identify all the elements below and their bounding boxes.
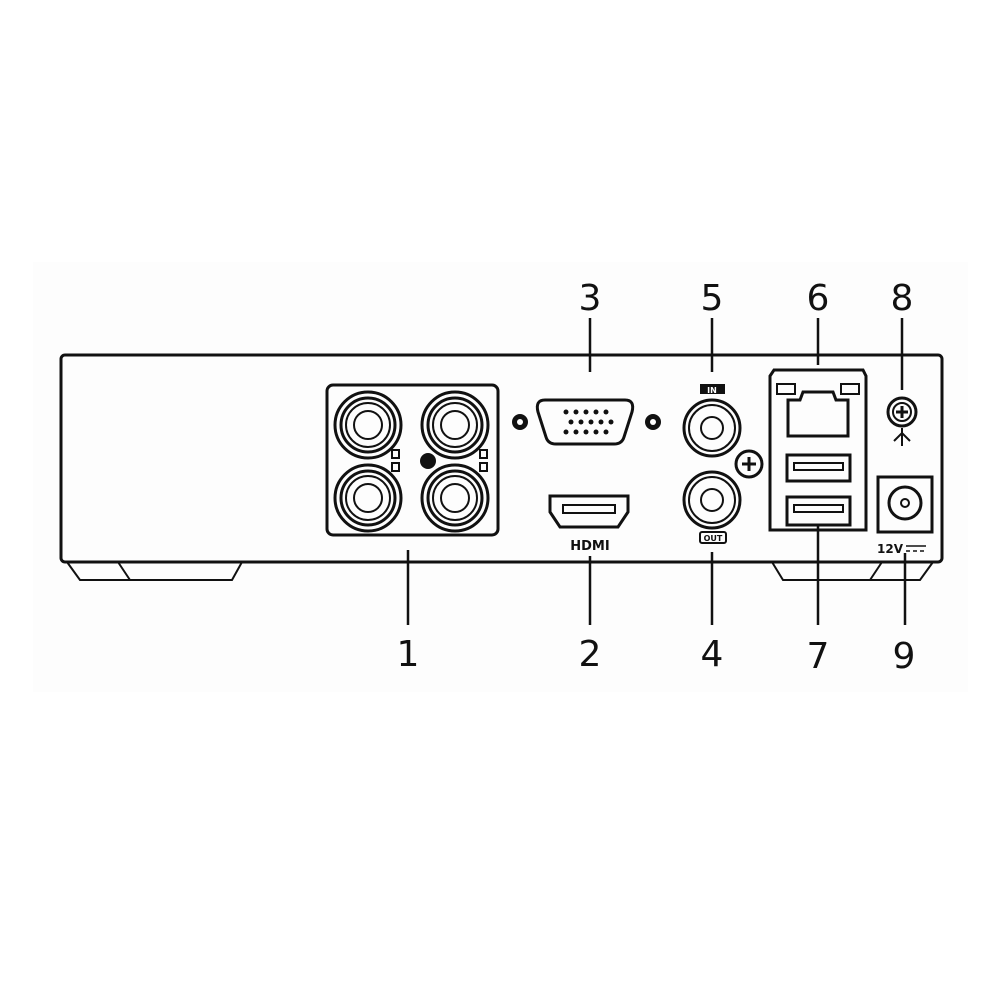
audio-out-port (682, 470, 742, 544)
chassis (59, 353, 944, 581)
callout-6: 6 (807, 278, 830, 319)
hdmi-label: HDMI (570, 539, 609, 554)
ground-screw-icon (420, 453, 436, 469)
callout-2: 2 (579, 634, 602, 675)
rj45-lan-port (776, 383, 860, 438)
hdmi-port (548, 494, 630, 529)
power-jack (876, 475, 934, 534)
bnc-connector (420, 463, 490, 533)
callout-lines (406, 318, 907, 625)
audio-in-port (682, 384, 742, 458)
callout-7: 7 (807, 636, 830, 677)
audio-out-label: OUT (704, 534, 723, 543)
callout-5: 5 (701, 278, 724, 319)
vga-port (512, 398, 661, 446)
ground-terminal (886, 396, 918, 446)
callout-9: 9 (893, 636, 916, 677)
callout-3: 3 (579, 278, 602, 319)
bnc-video-inputs (325, 383, 500, 537)
callout-8: 8 (891, 278, 914, 319)
lan-usb-block (768, 368, 868, 532)
bnc-connector (333, 390, 403, 460)
dc-symbol-icon (906, 545, 926, 552)
ground-symbol-icon (893, 428, 911, 446)
usb-port (785, 453, 852, 483)
bnc-connector (420, 390, 490, 460)
background-area (33, 262, 968, 692)
audio-in-label: IN (707, 386, 717, 395)
callout-1: 1 (397, 634, 420, 675)
callout-4: 4 (701, 634, 724, 675)
power-label: 12V (877, 542, 904, 556)
ground-screw-icon (734, 449, 764, 479)
bnc-connector (333, 463, 403, 533)
